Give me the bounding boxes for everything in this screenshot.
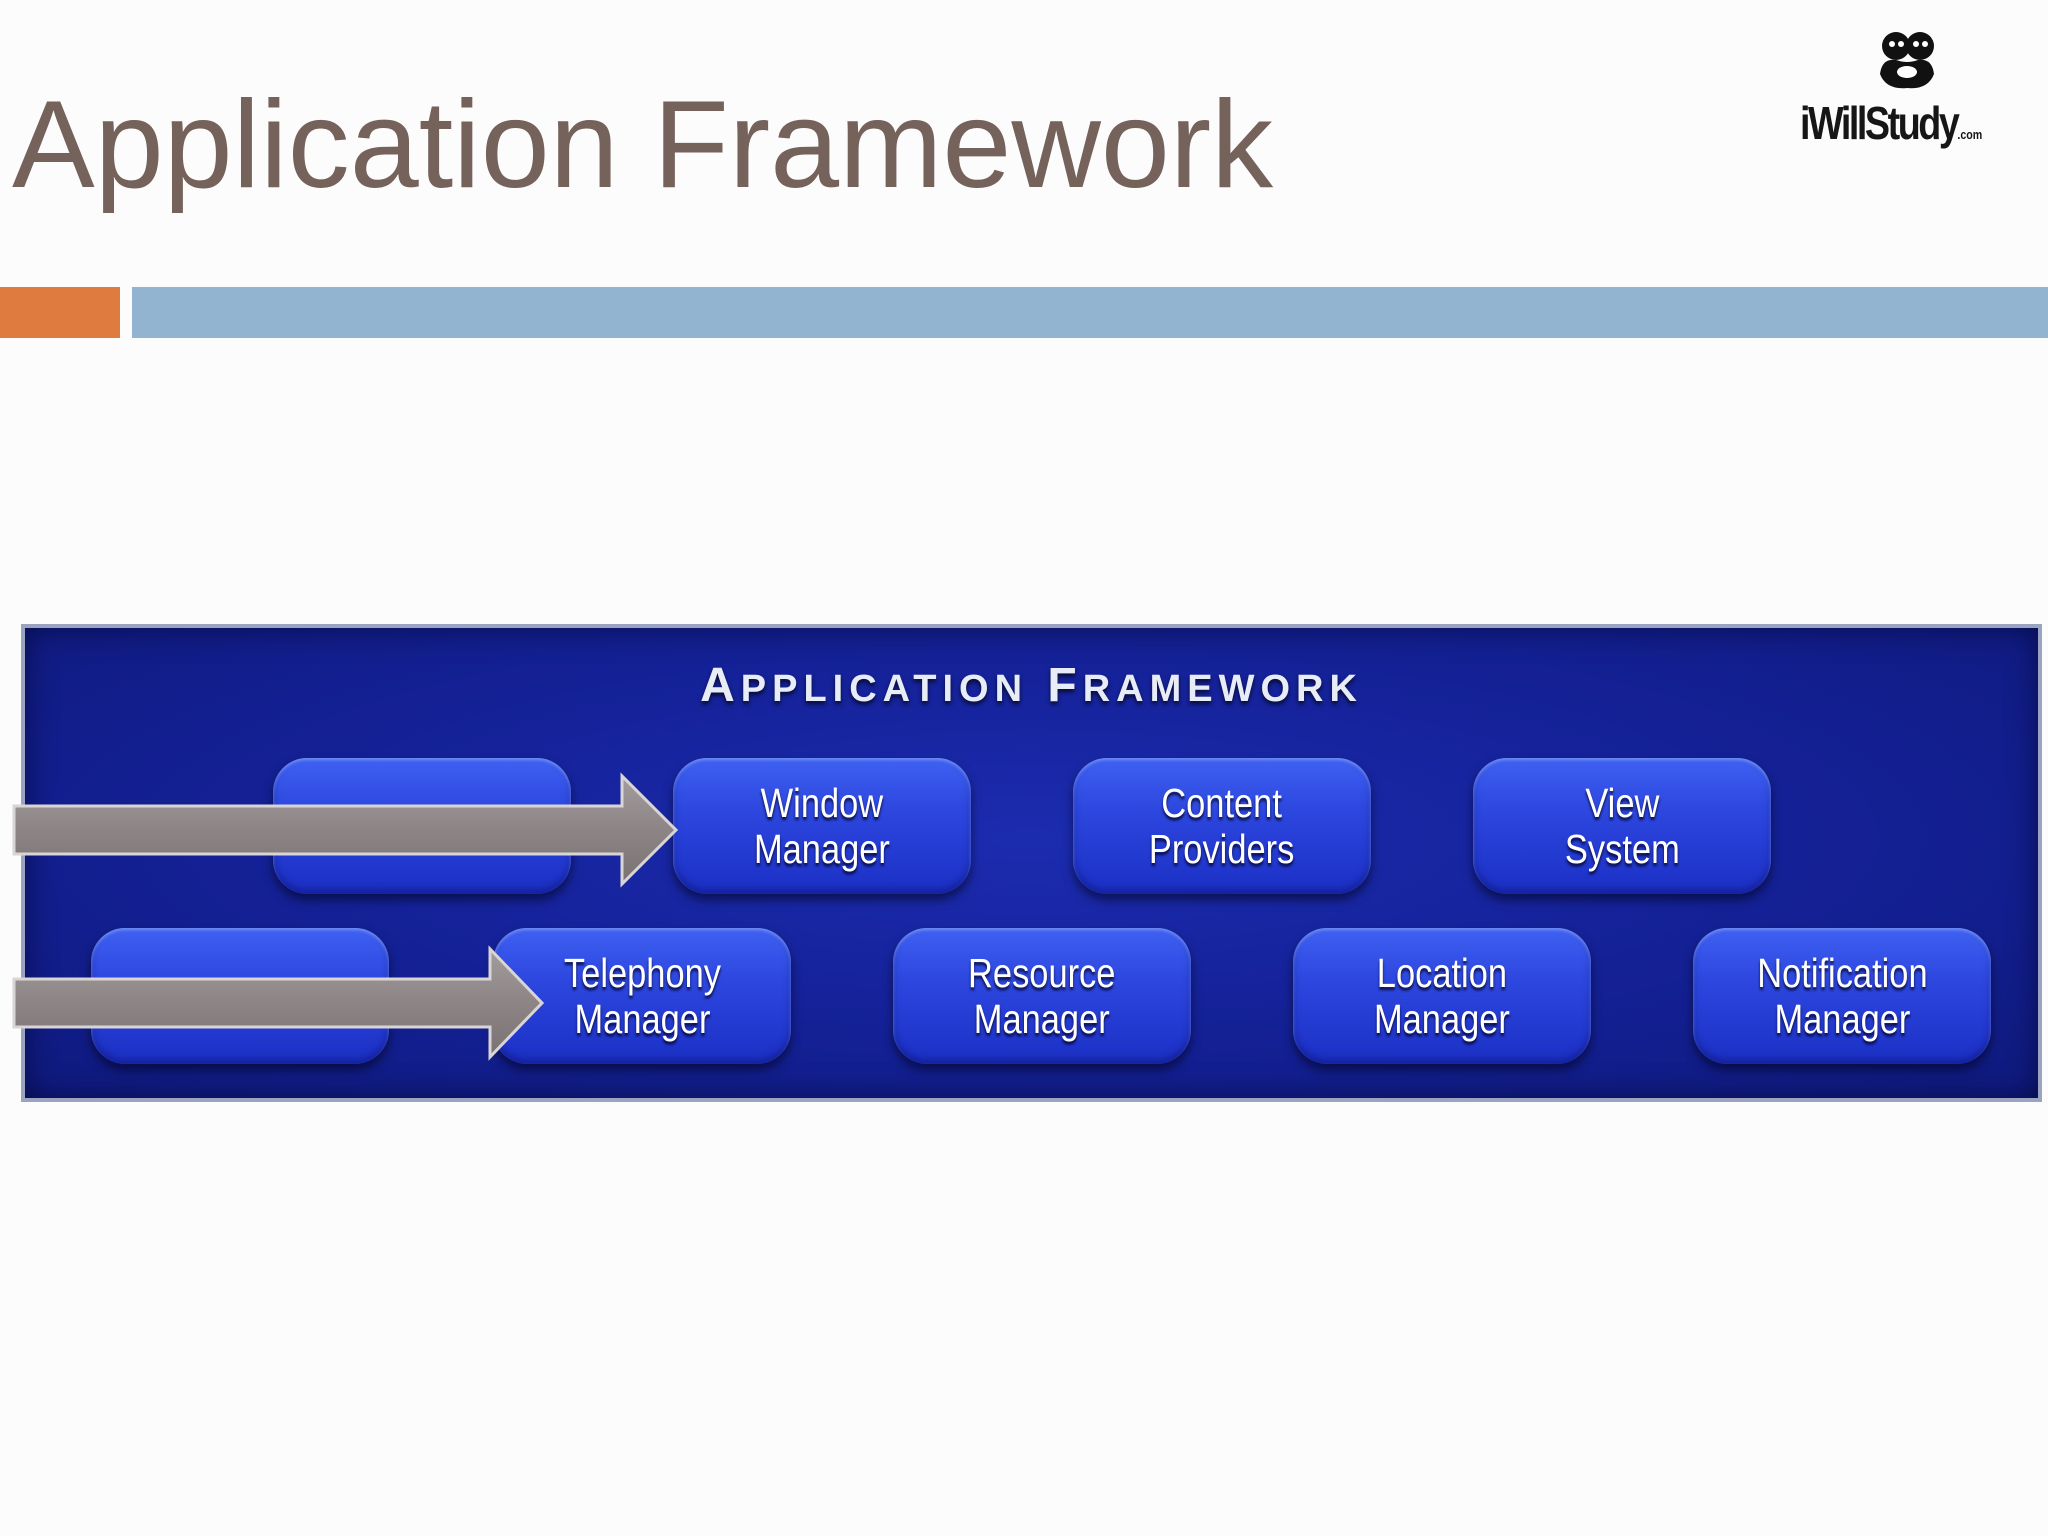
logo-mascot-icon bbox=[1880, 32, 1934, 89]
module-content-providers: Content Providers bbox=[1073, 758, 1371, 894]
logo: iWillStudy.com bbox=[1800, 28, 2030, 149]
slide-title: Application Framework bbox=[12, 76, 1274, 214]
module-notification-manager: Notification Manager bbox=[1693, 928, 1991, 1064]
module-view-system: View System bbox=[1473, 758, 1771, 894]
module-window-manager: Window Manager bbox=[673, 758, 971, 894]
arrow-to-telephony-manager-icon bbox=[12, 945, 544, 1061]
module-location-manager: Location Manager bbox=[1293, 928, 1591, 1064]
module-telephony-manager: Telephony Manager bbox=[493, 928, 791, 1064]
logo-wordmark: iWillStudy.com bbox=[1800, 97, 1983, 149]
accent-bar-orange bbox=[0, 287, 120, 338]
arrow-to-window-manager-icon bbox=[12, 772, 679, 888]
framework-panel-title: APPLICATION FRAMEWORK bbox=[700, 659, 1363, 712]
module-resource-manager: Resource Manager bbox=[893, 928, 1191, 1064]
accent-bar-blue bbox=[132, 287, 2048, 338]
